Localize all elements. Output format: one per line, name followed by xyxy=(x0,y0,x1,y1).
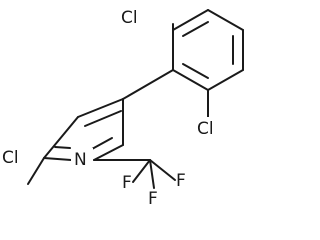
bond-biaryl xyxy=(122,69,174,100)
nitrogen-label: N xyxy=(74,150,87,170)
bond-c3-c2-double xyxy=(91,137,113,150)
chlorine-left-label: Cl xyxy=(2,148,19,168)
bond-c6-cl xyxy=(27,157,45,185)
label-background xyxy=(193,117,229,141)
bond-c5-c4-double xyxy=(84,110,122,127)
label-background xyxy=(71,148,93,172)
bond-ar-c2-c3-double xyxy=(182,21,209,37)
bond-c-f-right xyxy=(149,159,176,181)
label-background xyxy=(0,145,32,172)
pyridine-ring xyxy=(27,98,124,185)
chlorine-bottom-label: Cl xyxy=(197,119,214,139)
cf3-group xyxy=(93,159,176,189)
bond-c6-c5 xyxy=(43,116,79,159)
bond-c5-c4 xyxy=(77,98,124,118)
bond-ar-c5-c6 xyxy=(207,69,244,91)
bond-ar-c3-c4 xyxy=(207,9,244,31)
bond-ar-c6-c1 xyxy=(172,69,209,91)
bond-n-c6-double xyxy=(54,146,71,149)
chemical-structure: Cl Cl Cl N F F F xyxy=(0,7,244,209)
fluorine-left-label: F xyxy=(122,173,132,193)
bond-c-f-left xyxy=(132,159,151,183)
bond-ar-c2-c3 xyxy=(172,9,209,31)
bond-c-f-mid xyxy=(149,159,155,189)
chlorine-top-label: Cl xyxy=(121,8,138,28)
bond-ar-c6-c1-double xyxy=(182,63,209,79)
dichlorophenyl-ring xyxy=(122,9,244,119)
fluorine-right-label: F xyxy=(176,171,186,191)
bond-n-c6 xyxy=(43,157,72,161)
bond-c3-c2 xyxy=(93,144,124,161)
fluorine-bottom-label: F xyxy=(148,189,158,209)
label-background xyxy=(118,7,156,31)
